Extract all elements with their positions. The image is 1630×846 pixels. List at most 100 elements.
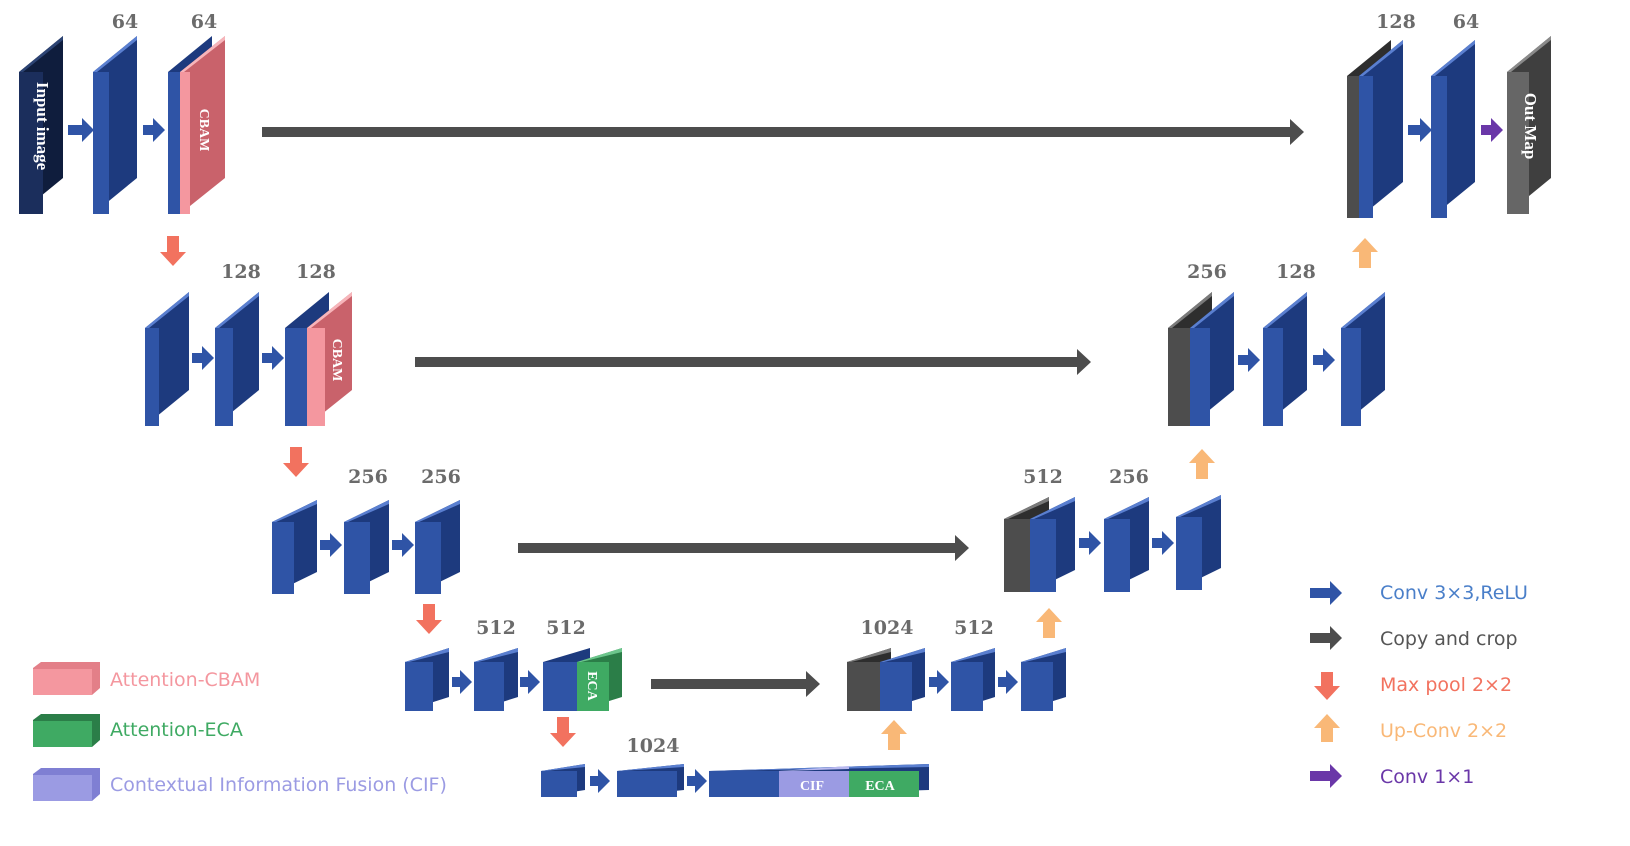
level-4-encoder: 512 ECA 512: [405, 617, 622, 711]
legend-conv-label: Conv 3×3,ReLU: [1380, 582, 1528, 604]
conv-arrow-icon: [262, 346, 284, 370]
maxpool-arrow-icon: [283, 447, 309, 477]
legend-item-cbam: Attention-CBAM: [33, 662, 260, 695]
level-1-encoder: Input image 64 CBAM 64: [19, 11, 225, 214]
arrow-up-orange-icon: [1314, 714, 1340, 742]
conv-arrow-icon: [929, 670, 949, 694]
conv-arrow-icon: [143, 118, 165, 142]
legend-copy-label: Copy and crop: [1380, 628, 1518, 650]
level-2-encoder: 128 CBAM 128: [145, 261, 352, 426]
legend-maxpool-label: Max pool 2×2: [1380, 674, 1512, 696]
output-map-label: Out Map: [1521, 93, 1540, 160]
dec4-conv-block-a: [951, 648, 995, 711]
dec3-channel-b: 256: [1109, 466, 1149, 488]
legend-right: Conv 3×3,ReLU Copy and crop Max pool 2×2…: [1310, 581, 1528, 788]
conv-arrow-icon: [1238, 348, 1260, 372]
enc4-channel-a: 512: [476, 617, 516, 639]
enc3-conv-block-b: [415, 500, 460, 594]
dec4-channel-b: 512: [954, 617, 994, 639]
legend-left: Attention-CBAM Attention-ECA Contextual …: [33, 662, 447, 801]
enc2-channel-a: 128: [221, 261, 261, 283]
dec3-concat-block: [1004, 497, 1075, 592]
legend-item-upconv: Up-Conv 2×2: [1314, 714, 1507, 742]
conv-arrow-icon: [590, 769, 610, 793]
dec3-channel-a: 512: [1023, 466, 1063, 488]
conv-arrow-icon: [68, 118, 94, 142]
arrow-right-blue-icon: [1310, 581, 1342, 605]
upconv-arrow-icon: [1036, 608, 1062, 638]
upconv-arrow-icon: [1189, 449, 1215, 479]
enc1-cbam-block: CBAM: [180, 36, 225, 214]
arrow-down-salmon-icon: [1314, 672, 1340, 700]
cif-label: CIF: [800, 779, 824, 794]
conv-arrow-icon: [1408, 118, 1432, 142]
dec1-channel-b: 64: [1453, 11, 1479, 33]
dec4-conv-block-b: [1021, 648, 1066, 711]
enc2-cbam-block: CBAM: [307, 292, 352, 426]
conv1x1-arrow-icon: [1481, 118, 1503, 142]
legend-item-conv1x1: Conv 1×1: [1310, 764, 1474, 788]
enc2-input-block: [145, 292, 189, 426]
dec1-conv-block: [1431, 40, 1475, 218]
skip-connection-2: [415, 349, 1091, 375]
bottleneck-eca-block: [849, 771, 919, 797]
legend-item-copy: Copy and crop: [1310, 626, 1518, 650]
dec1-concat-block: [1347, 40, 1403, 218]
dec3-conv-block-b: [1176, 495, 1221, 590]
enc4-channel-b: 512: [546, 617, 586, 639]
bottleneck: 1024 CIF ECA: [541, 735, 929, 797]
legend-conv1x1-label: Conv 1×1: [1380, 766, 1474, 788]
legend-item-eca: Attention-ECA: [33, 714, 243, 747]
legend-cif-label: Contextual Information Fusion (CIF): [110, 774, 447, 796]
conv-arrow-icon: [452, 670, 472, 694]
conv-arrow-icon: [320, 533, 342, 557]
enc1-cbam-label: CBAM: [196, 109, 211, 152]
dec2-conv-block-b: [1341, 292, 1385, 426]
dec4-channel-a: 1024: [861, 617, 914, 639]
skip-connection-3: [518, 535, 969, 561]
dec2-channel-b: 128: [1276, 261, 1316, 283]
input-image-block: Input image: [19, 36, 63, 214]
conv-arrow-icon: [520, 670, 540, 694]
enc4-conv-block-a: [474, 648, 518, 711]
enc1-conv-block-a: [93, 36, 137, 214]
dec4-concat-block: [847, 648, 925, 711]
level-4-decoder: 1024 512: [847, 617, 1066, 711]
conv-arrow-icon: [392, 533, 414, 557]
upconv-arrow-icon: [1352, 238, 1378, 268]
conv-arrow-icon: [1152, 531, 1174, 555]
cif-block: [779, 771, 849, 797]
maxpool-arrow-icon: [416, 604, 442, 634]
legend-upconv-label: Up-Conv 2×2: [1380, 720, 1507, 742]
upconv-arrow-icon: [881, 720, 907, 750]
output-map-block: Out Map: [1507, 36, 1551, 214]
arrow-right-gray-icon: [1310, 626, 1342, 650]
legend-item-cif: Contextual Information Fusion (CIF): [33, 768, 447, 801]
conv-arrow-icon: [1313, 348, 1335, 372]
enc2-conv-block-a: [215, 292, 259, 426]
conv-arrow-icon: [998, 670, 1018, 694]
level-3-encoder: 256 256: [272, 466, 461, 594]
bottleneck-conv-block: [617, 764, 684, 797]
dec2-concat-block: [1168, 292, 1234, 426]
enc3-channel-b: 256: [421, 466, 461, 488]
enc1-channel-b: 64: [191, 11, 217, 33]
skip-connection-1: [262, 119, 1304, 145]
enc2-cbam-label: CBAM: [329, 339, 344, 382]
level-2-decoder: 256 128: [1168, 261, 1385, 426]
bottleneck-eca-label: ECA: [865, 779, 895, 794]
enc4-input-block: [405, 648, 449, 711]
arrow-right-purple-icon: [1310, 764, 1342, 788]
dec2-channel-a: 256: [1187, 261, 1227, 283]
enc2-channel-b: 128: [296, 261, 336, 283]
legend-item-maxpool: Max pool 2×2: [1314, 672, 1512, 700]
input-image-label: Input image: [33, 82, 52, 171]
dec2-conv-block-a: [1263, 292, 1307, 426]
level-3-decoder: 512 256: [1004, 466, 1221, 592]
legend-cbam-label: Attention-CBAM: [110, 669, 260, 691]
enc4-eca-label: ECA: [584, 671, 599, 701]
level-1-decoder: 128 64 Out Map: [1347, 11, 1551, 218]
conv-arrow-icon: [192, 346, 214, 370]
conv-arrow-icon: [687, 769, 707, 793]
